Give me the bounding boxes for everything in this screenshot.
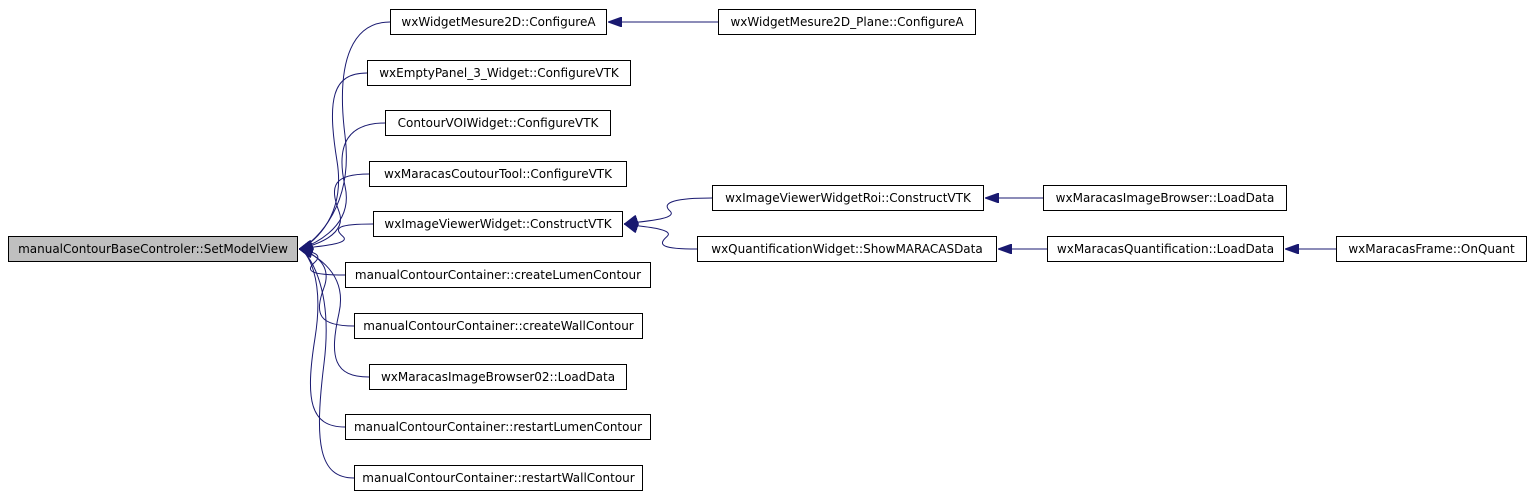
node-caller-4[interactable]: wxImageViewerWidget::ConstructVTK: [373, 211, 623, 237]
node-caller-3[interactable]: wxMaracasCoutourTool::ConfigureVTK: [369, 161, 627, 187]
node-caller-6[interactable]: manualContourContainer::createWallContou…: [354, 313, 643, 339]
edge-c4-to-root: [300, 223, 374, 249]
node-level2-0[interactable]: wxWidgetMesure2D_Plane::ConfigureA: [718, 9, 976, 35]
node-root-setmodelview: manualContourBaseControler::SetModelView: [8, 236, 298, 262]
edge-c2-to-root: [300, 122, 386, 249]
node-caller-7[interactable]: wxMaracasImageBrowser02::LoadData: [369, 364, 627, 390]
node-caller-5[interactable]: manualContourContainer::createLumenConto…: [345, 262, 651, 288]
edge-c1-to-root: [300, 72, 368, 249]
node-level3-0[interactable]: wxMaracasImageBrowser::LoadData: [1043, 185, 1287, 211]
node-level2-2[interactable]: wxQuantificationWidget::ShowMARACASData: [697, 236, 997, 262]
node-caller-1[interactable]: wxEmptyPanel_3_Widget::ConfigureVTK: [367, 60, 631, 86]
node-caller-9[interactable]: manualContourContainer::restartWallConto…: [354, 465, 643, 491]
node-level3-1[interactable]: wxMaracasQuantification::LoadData: [1047, 236, 1284, 262]
edge-c9-to-root: [300, 249, 355, 479]
edge-g1-to-c4: [625, 197, 713, 224]
node-caller-8[interactable]: manualContourContainer::restartLumenCont…: [345, 414, 651, 440]
edge-c7-to-root: [300, 249, 370, 378]
node-level2-1[interactable]: wxImageViewerWidgetRoi::ConstructVTK: [712, 185, 984, 211]
edge-c8-to-root: [300, 249, 346, 428]
node-level4-0[interactable]: wxMaracasFrame::OnQuant: [1336, 236, 1527, 262]
node-caller-0[interactable]: wxWidgetMesure2D::ConfigureA: [390, 9, 607, 35]
edge-g2-to-c4: [625, 224, 698, 250]
node-caller-2[interactable]: ContourVOIWidget::ConfigureVTK: [385, 110, 611, 136]
